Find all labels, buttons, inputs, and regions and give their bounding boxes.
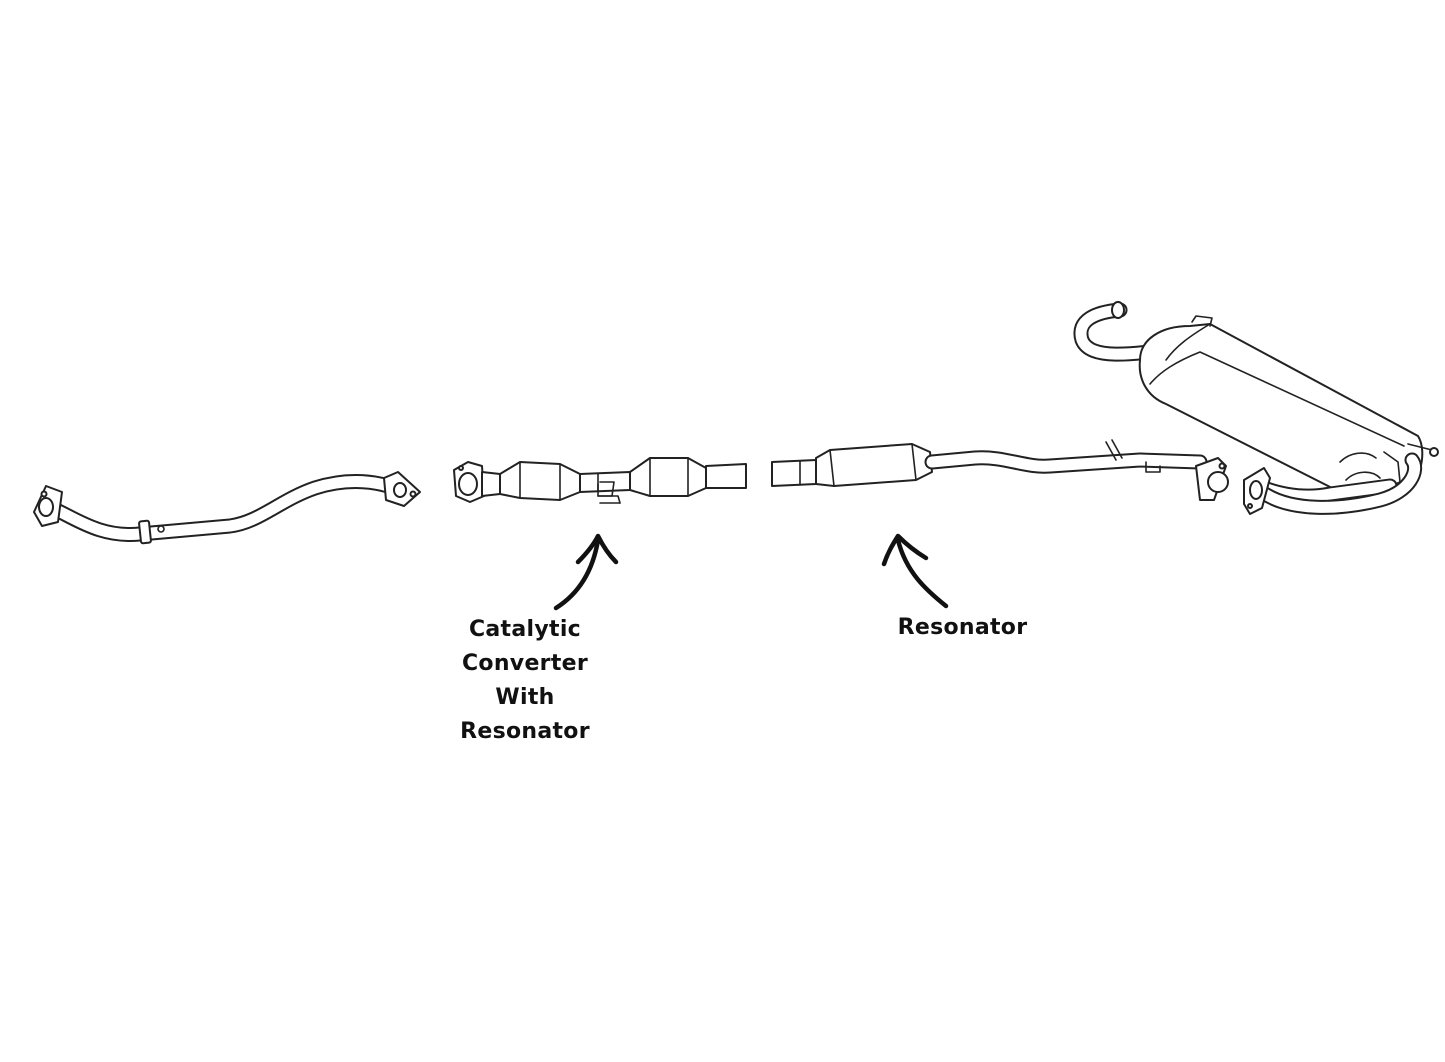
catalytic-converter-assembly	[453, 457, 747, 504]
arrow-catalytic-converter	[553, 533, 619, 611]
catalytic-converter-label-line-2: Converter	[461, 651, 589, 676]
resonator-label: Resonator	[880, 611, 1045, 645]
catalytic-converter-label: Catalytic Converter With Resonator	[430, 613, 620, 749]
resonator-assembly	[771, 439, 1229, 501]
resonator-label-text: Resonator	[897, 615, 1028, 640]
arrow-resonator	[881, 533, 949, 609]
catalytic-converter-label-line-3: With	[495, 685, 555, 710]
front-pipe	[33, 471, 421, 545]
catalytic-converter-label-line-1: Catalytic	[468, 617, 582, 642]
rear-muffler	[1073, 301, 1439, 515]
catalytic-converter-label-line-4: Resonator	[460, 719, 590, 744]
